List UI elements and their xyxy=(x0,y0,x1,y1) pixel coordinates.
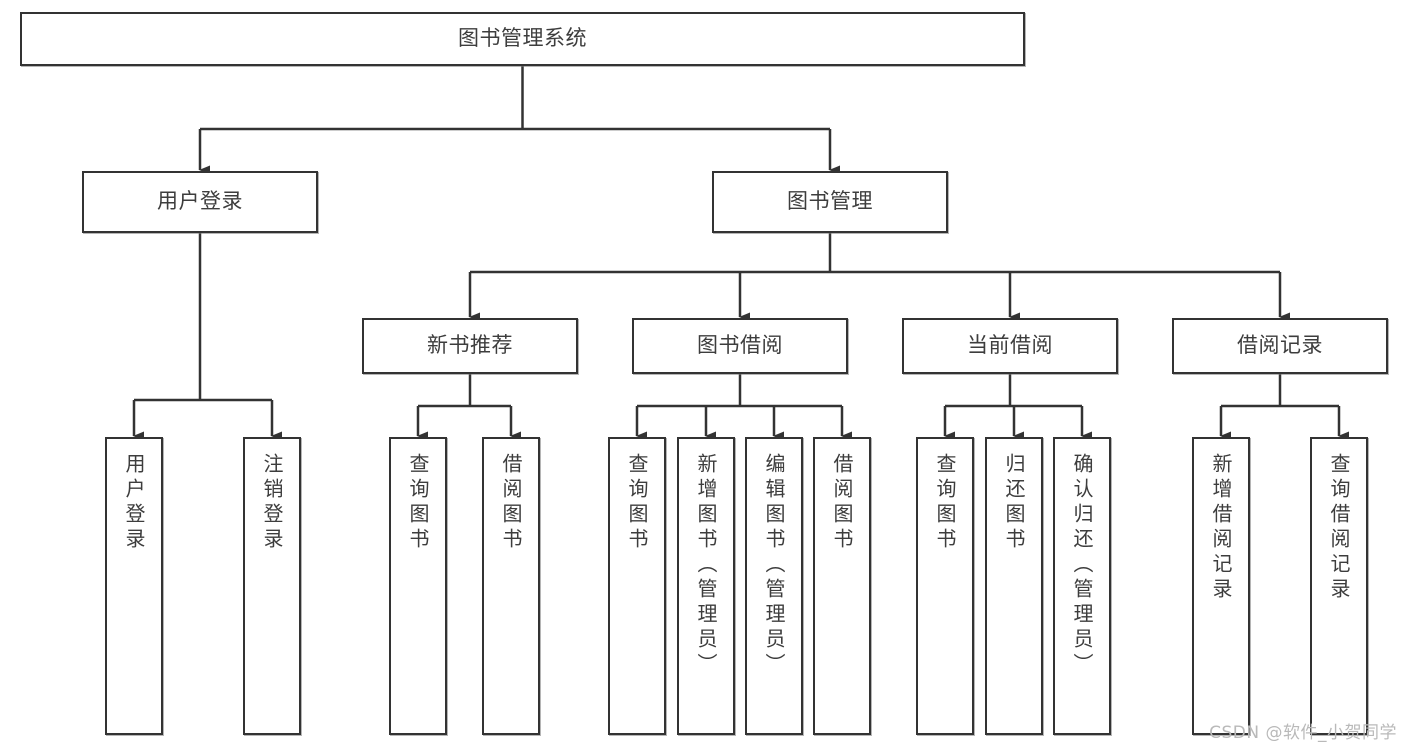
node-label-leaf-confirm-return: 确认归还（管理员） xyxy=(1070,453,1094,678)
node-label-borrow-record: 借阅记录 xyxy=(1237,333,1323,358)
node-leaf-query-book-2[interactable]: 查询图书 xyxy=(608,437,666,735)
node-label-book-manage: 图书管理 xyxy=(787,189,873,214)
node-leaf-add-book[interactable]: 新增图书（管理员） xyxy=(677,437,735,735)
node-label-leaf-borrow-book-2: 借阅图书 xyxy=(830,453,854,553)
node-label-user-login: 用户登录 xyxy=(157,189,243,214)
node-label-current-borrow: 当前借阅 xyxy=(967,333,1053,358)
node-current-borrow[interactable]: 当前借阅 xyxy=(902,318,1118,374)
node-label-leaf-user-logout: 注销登录 xyxy=(260,453,284,553)
node-label-leaf-borrow-book-1: 借阅图书 xyxy=(499,453,523,553)
node-borrow-record[interactable]: 借阅记录 xyxy=(1172,318,1388,374)
node-leaf-query-record[interactable]: 查询借阅记录 xyxy=(1310,437,1368,735)
node-leaf-borrow-book-2[interactable]: 借阅图书 xyxy=(813,437,871,735)
node-label-leaf-query-record: 查询借阅记录 xyxy=(1327,453,1351,603)
node-leaf-confirm-return[interactable]: 确认归还（管理员） xyxy=(1053,437,1111,735)
node-leaf-borrow-book-1[interactable]: 借阅图书 xyxy=(482,437,540,735)
node-leaf-query-book-3[interactable]: 查询图书 xyxy=(916,437,974,735)
node-label-new-book-rec: 新书推荐 xyxy=(427,333,513,358)
node-new-book-rec[interactable]: 新书推荐 xyxy=(362,318,578,374)
node-leaf-user-logout[interactable]: 注销登录 xyxy=(243,437,301,735)
node-root[interactable]: 图书管理系统 xyxy=(20,12,1025,66)
node-label-leaf-query-book-3: 查询图书 xyxy=(933,453,957,553)
node-label-leaf-user-login: 用户登录 xyxy=(122,453,146,553)
node-user-login[interactable]: 用户登录 xyxy=(82,171,318,233)
node-leaf-add-record[interactable]: 新增借阅记录 xyxy=(1192,437,1250,735)
node-label-leaf-add-record: 新增借阅记录 xyxy=(1209,453,1233,603)
node-label-leaf-add-book: 新增图书（管理员） xyxy=(694,453,718,678)
node-label-leaf-query-book-2: 查询图书 xyxy=(625,453,649,553)
node-label-root: 图书管理系统 xyxy=(458,26,587,51)
node-book-borrow[interactable]: 图书借阅 xyxy=(632,318,848,374)
node-label-book-borrow: 图书借阅 xyxy=(697,333,783,358)
connector-edges xyxy=(132,66,1349,441)
node-book-manage[interactable]: 图书管理 xyxy=(712,171,948,233)
node-label-leaf-return-book: 归还图书 xyxy=(1002,453,1026,553)
node-leaf-user-login[interactable]: 用户登录 xyxy=(105,437,163,735)
node-label-leaf-edit-book: 编辑图书（管理员） xyxy=(762,453,786,678)
node-leaf-query-book-1[interactable]: 查询图书 xyxy=(389,437,447,735)
node-leaf-return-book[interactable]: 归还图书 xyxy=(985,437,1043,735)
node-label-leaf-query-book-1: 查询图书 xyxy=(406,453,430,553)
node-leaf-edit-book[interactable]: 编辑图书（管理员） xyxy=(745,437,803,735)
